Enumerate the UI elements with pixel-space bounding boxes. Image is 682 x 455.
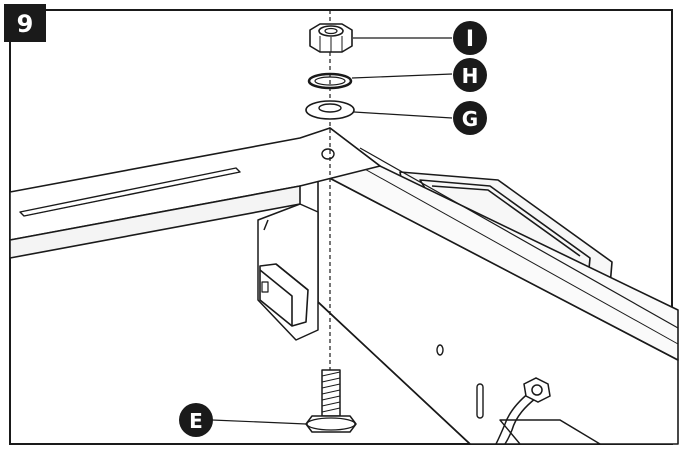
hex-nut	[309, 23, 353, 53]
callout-badge-h: H	[453, 58, 487, 92]
callout-badge-g: G	[453, 101, 487, 135]
leader-flat-washer	[353, 111, 453, 119]
bumper-block	[259, 263, 309, 327]
lock-washer	[307, 72, 353, 90]
carriage-bolt	[305, 369, 357, 433]
cable-connector	[495, 377, 551, 445]
callout-leaders	[211, 37, 453, 425]
callout-label-flat-washer: G	[462, 107, 478, 131]
callout-label-nut: I	[466, 27, 474, 52]
leader-lock-washer	[351, 73, 453, 79]
leader-bolt	[211, 419, 307, 425]
callout-badge-i: I	[453, 21, 487, 55]
step-number-badge: 9	[4, 4, 46, 42]
flat-washer	[305, 100, 355, 120]
callout-badge-e: E	[179, 403, 213, 437]
cross-bar	[9, 127, 381, 259]
main-frame-beam	[317, 127, 679, 445]
callout-label-lock-washer: H	[462, 64, 479, 88]
step-number: 9	[17, 10, 34, 38]
callout-label-bolt: E	[189, 409, 203, 433]
